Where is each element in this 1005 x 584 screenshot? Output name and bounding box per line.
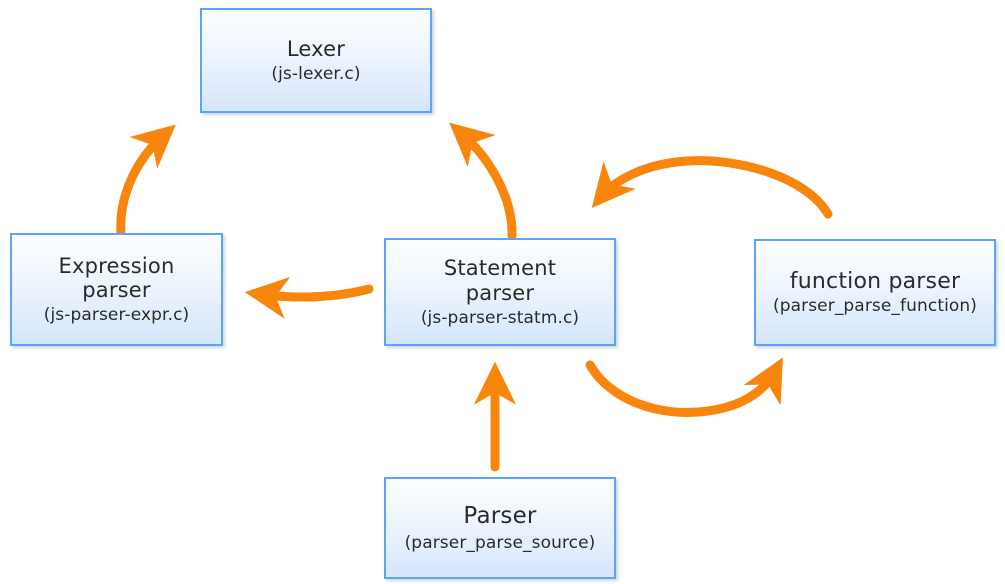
edge-statement-to-function [585,357,783,417]
node-function-parser-subtitle: (parser_parse_function) [772,296,978,317]
node-lexer-title: Lexer [286,37,346,62]
node-parser-title: Parser [463,503,537,530]
edge-statement-to-lexer [449,122,517,241]
edge-statement-to-expr [244,276,374,319]
node-parser[interactable]: Parser (parser_parse_source) [384,477,616,579]
edge-function-to-statement [591,156,833,219]
node-statement-parser[interactable]: Statement parser (js-parser-statm.c) [384,238,616,346]
node-parser-subtitle: (parser_parse_source) [404,532,596,553]
node-function-parser[interactable]: function parser (parser_parse_function) [754,239,996,346]
node-expression-parser-subtitle: (js-parser-expr.c) [43,305,190,326]
node-expression-parser[interactable]: Expression parser (js-parser-expr.c) [10,233,223,346]
node-lexer[interactable]: Lexer (js-lexer.c) [200,8,432,113]
edge-expr-to-lexer [116,124,176,237]
node-lexer-subtitle: (js-lexer.c) [271,63,361,84]
node-statement-parser-subtitle: (js-parser-statm.c) [420,307,580,328]
node-statement-parser-title: Statement parser [443,256,557,305]
node-expression-parser-title: Expression parser [58,253,175,303]
node-function-parser-title: function parser [789,268,961,294]
